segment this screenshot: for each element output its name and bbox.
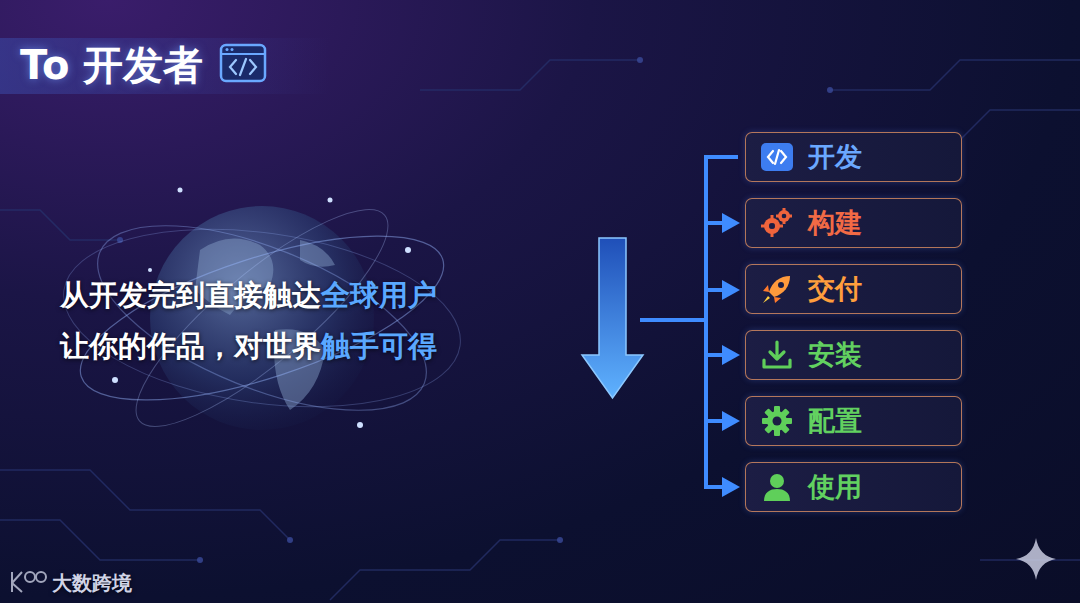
watermark-logo: [12, 572, 46, 592]
circuit-traces: [0, 60, 1080, 600]
headline-text: 从开发完到直接触达: [60, 278, 321, 312]
step-icon: [760, 404, 794, 438]
step-label: 开发: [808, 139, 862, 175]
step-box-use: 使用: [745, 462, 962, 512]
step-box-develop: 开发: [745, 132, 962, 182]
step-icon: [760, 140, 794, 174]
sparkle-mark: [1016, 538, 1056, 580]
step-icon: [760, 470, 794, 504]
step-label: 使用: [808, 469, 862, 505]
step-label: 构建: [808, 205, 862, 241]
step-icon: [760, 338, 794, 372]
watermark-text: 大数跨境: [52, 571, 132, 595]
bracket-lines: [640, 155, 738, 489]
headline-line: 从开发完到直接触达全球用户: [60, 276, 437, 316]
headline-highlight: 触手可得: [321, 329, 437, 363]
bracket-arrowheads: [722, 213, 740, 497]
watermark: 大数跨境: [52, 570, 132, 597]
down-arrow: [582, 238, 643, 398]
step-label: 配置: [808, 403, 862, 439]
step-icon: [760, 206, 794, 240]
step-label: 交付: [808, 271, 862, 307]
step-icon: [760, 272, 794, 306]
code-window-icon: [221, 45, 265, 81]
step-box-deliver: 交付: [745, 264, 962, 314]
headline-text: 让你的作品，对世界: [60, 329, 321, 363]
step-box-build: 构建: [745, 198, 962, 248]
page-title: To 开发者: [20, 38, 203, 93]
step-label: 安装: [808, 337, 862, 373]
globe-illustration: [52, 181, 472, 456]
title-glow: [0, 38, 330, 94]
step-box-configure: 配置: [745, 396, 962, 446]
step-box-install: 安装: [745, 330, 962, 380]
headline-highlight: 全球用户: [321, 278, 437, 312]
headline-line: 让你的作品，对世界触手可得: [60, 327, 437, 367]
